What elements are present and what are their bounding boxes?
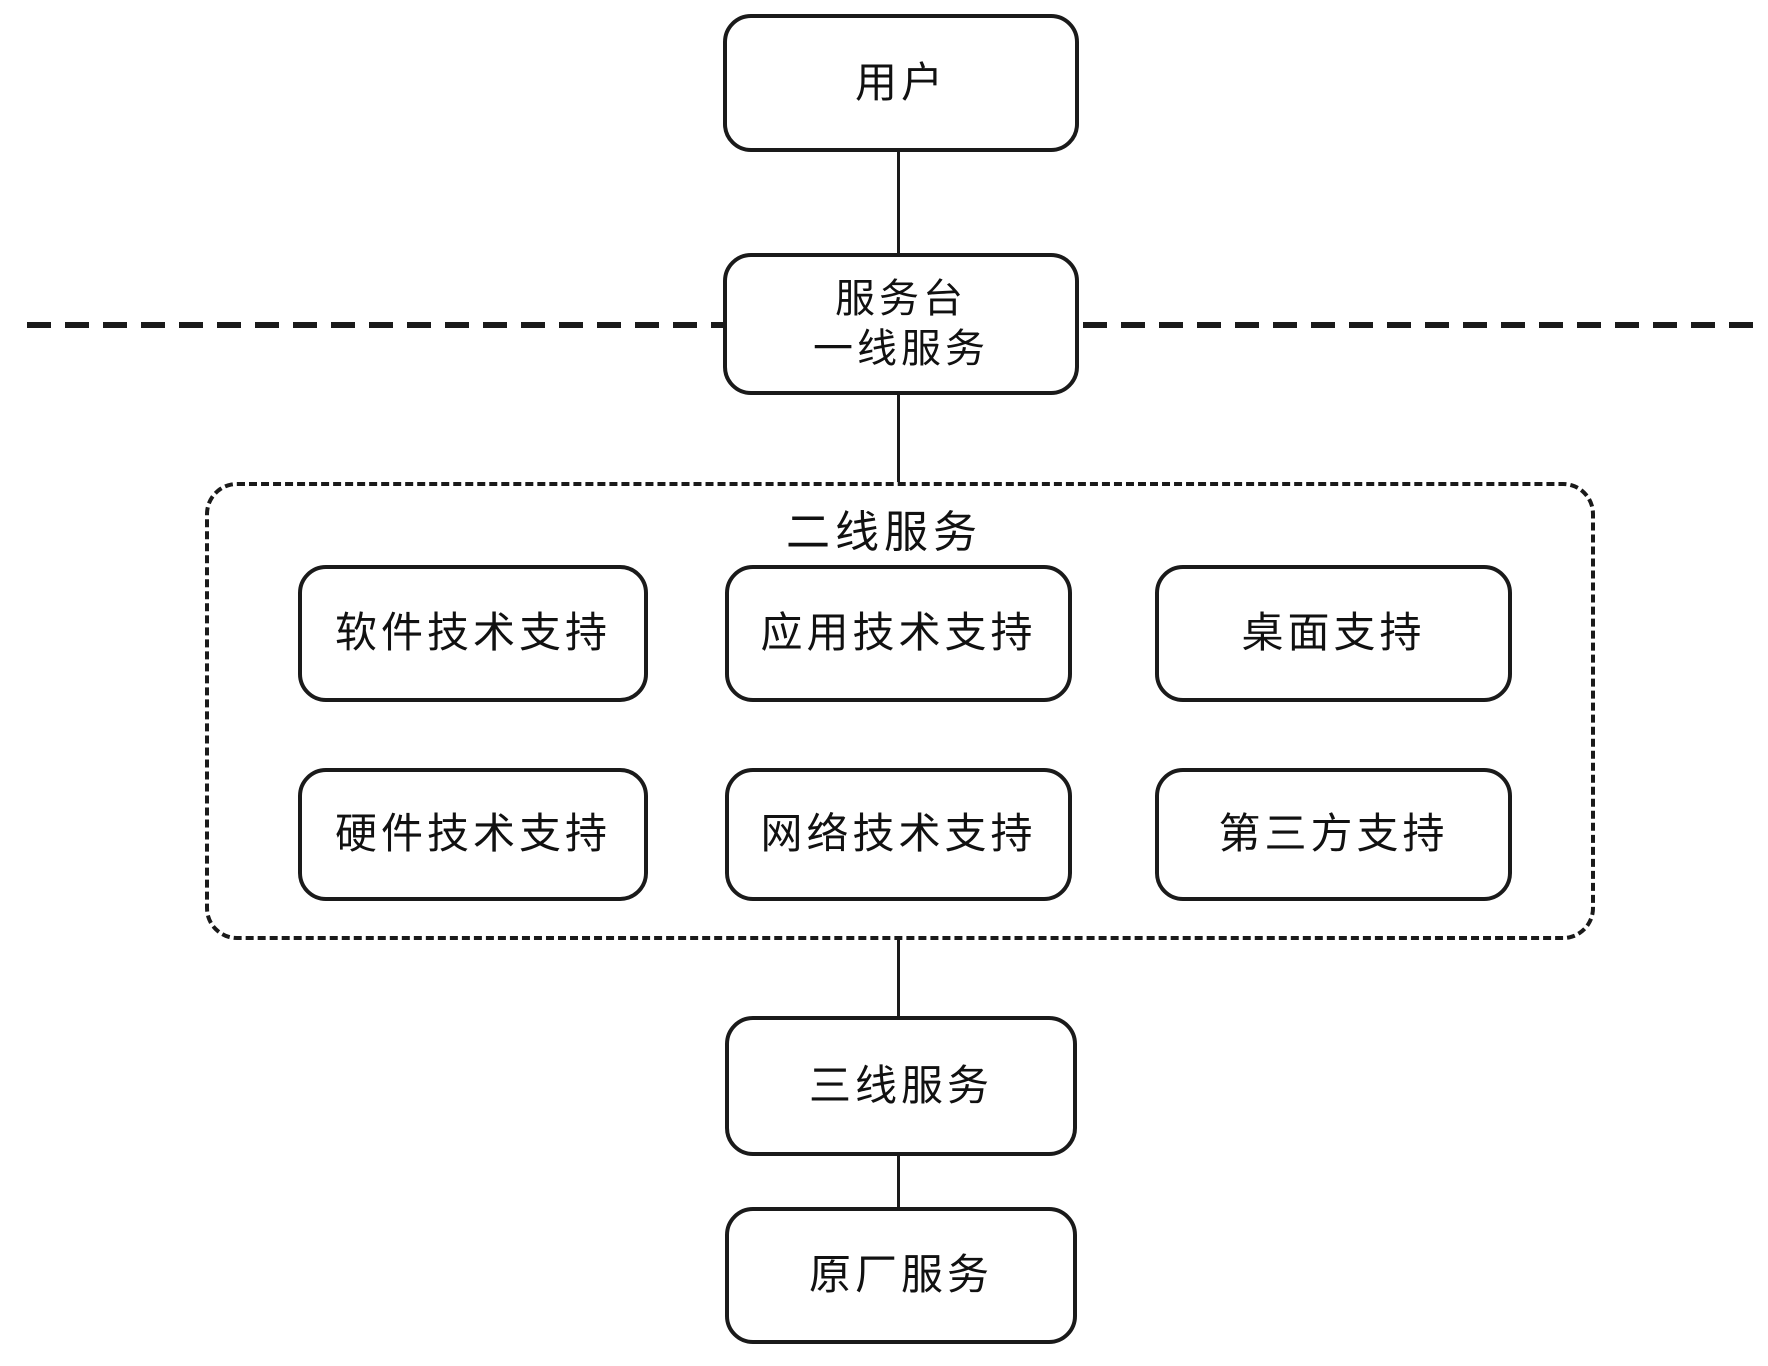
connector-secondline-thirdline bbox=[897, 940, 900, 1016]
secondline-title: 二线服务 bbox=[786, 508, 982, 557]
oem-label: 原厂服务 bbox=[808, 1251, 993, 1299]
oem-box: 原厂服务 bbox=[725, 1207, 1077, 1344]
secondline-box-application: 应用技术支持 bbox=[725, 565, 1072, 702]
user-label: 用户 bbox=[854, 58, 947, 106]
thirdline-label: 三线服务 bbox=[808, 1061, 993, 1109]
thirdline-box: 三线服务 bbox=[725, 1016, 1077, 1156]
servicedesk-box: 服务台 一线服务 bbox=[723, 253, 1079, 395]
secondline-container bbox=[205, 482, 1595, 940]
connector-thirdline-oem bbox=[897, 1156, 900, 1207]
secondline-box-thirdparty-label: 第三方支持 bbox=[1218, 810, 1449, 858]
secondline-box-network: 网络技术支持 bbox=[725, 768, 1072, 901]
secondline-box-software-label: 软件技术支持 bbox=[334, 609, 611, 657]
secondline-box-hardware: 硬件技术支持 bbox=[298, 768, 648, 901]
secondline-box-desktop-label: 桌面支持 bbox=[1241, 609, 1426, 657]
secondline-box-thirdparty: 第三方支持 bbox=[1155, 768, 1512, 901]
connector-servicedesk-secondline bbox=[897, 395, 900, 482]
user-box: 用户 bbox=[723, 14, 1079, 152]
secondline-box-network-label: 网络技术支持 bbox=[760, 810, 1037, 858]
connector-user-servicedesk bbox=[897, 152, 900, 253]
secondline-box-application-label: 应用技术支持 bbox=[760, 609, 1037, 657]
secondline-box-software: 软件技术支持 bbox=[298, 565, 648, 702]
servicedesk-label-line1: 服务台 bbox=[835, 277, 967, 321]
dashed-divider-right bbox=[1083, 322, 1762, 328]
secondline-box-hardware-label: 硬件技术支持 bbox=[334, 810, 611, 858]
secondline-box-desktop: 桌面支持 bbox=[1155, 565, 1512, 702]
servicedesk-label-line2: 一线服务 bbox=[813, 327, 989, 371]
dashed-divider-left bbox=[27, 322, 723, 328]
